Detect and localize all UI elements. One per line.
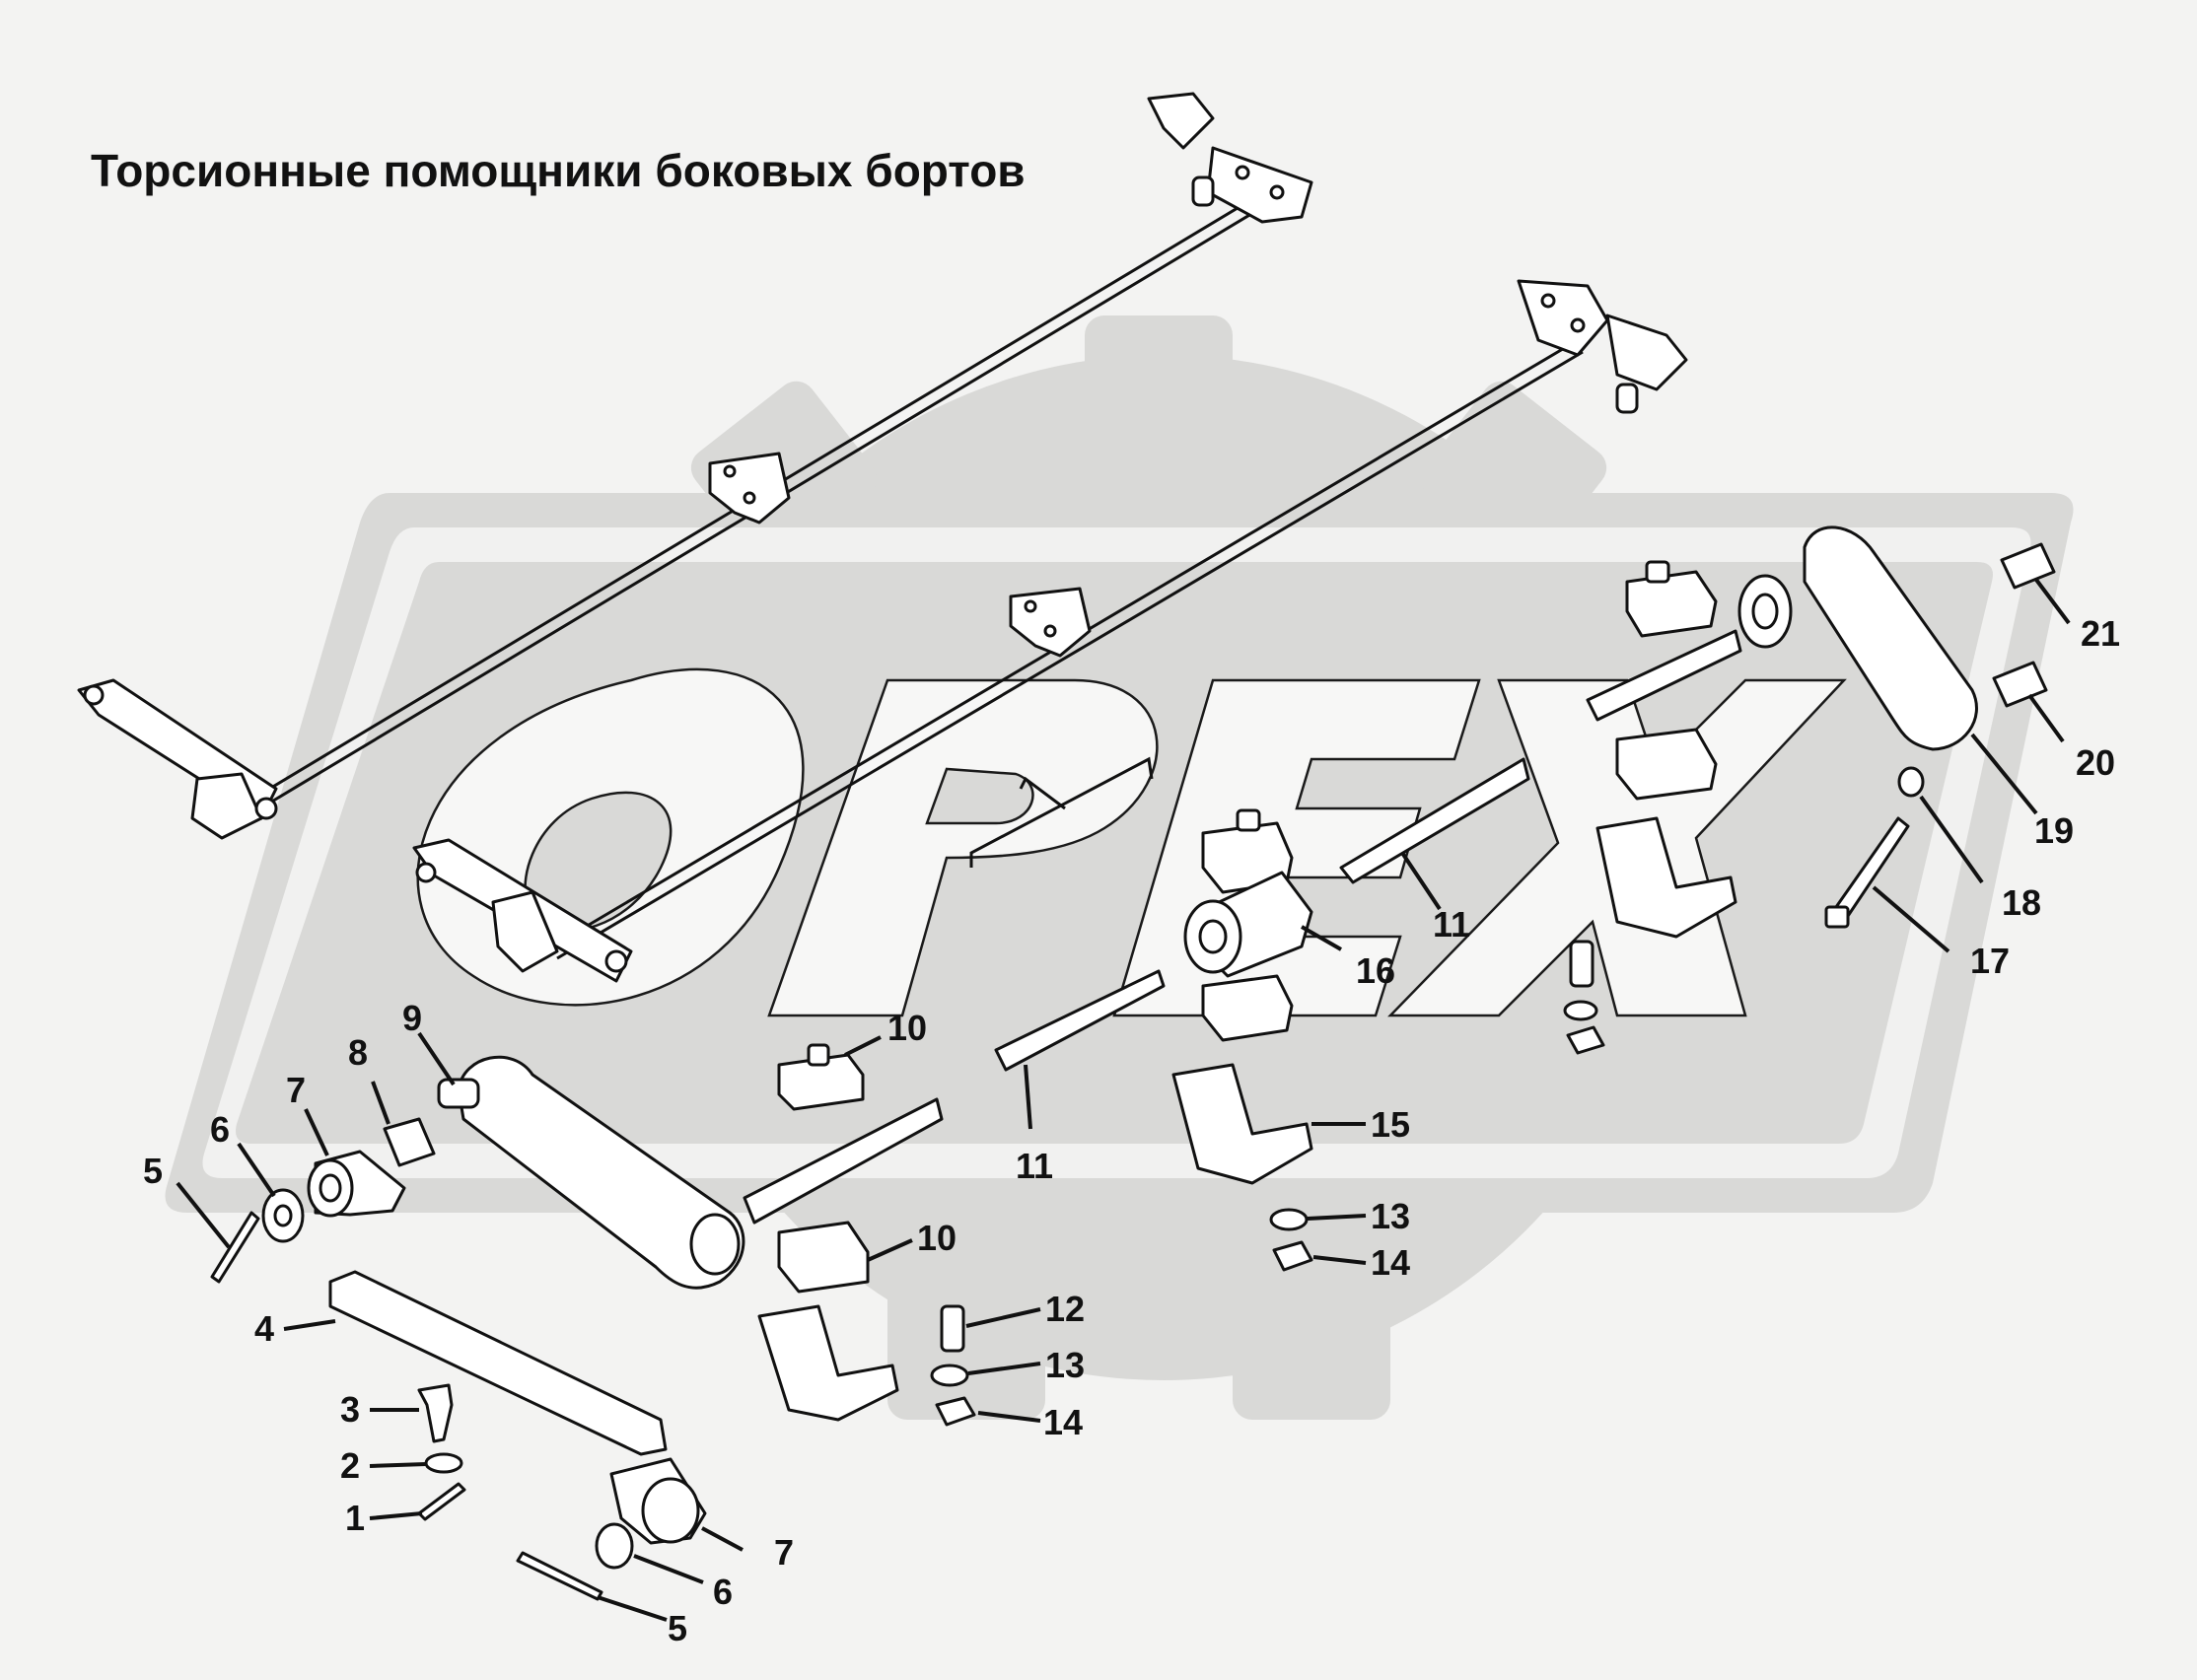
cotter-pin-5b <box>516 1551 603 1601</box>
nut-21 <box>2000 542 2056 590</box>
upper-torsion-assembly <box>77 92 1313 840</box>
nut-20 <box>1992 661 2048 708</box>
leader-lines <box>176 578 2071 1622</box>
bushing-16 <box>1183 871 1313 978</box>
callout-17: 17 <box>1970 941 2010 981</box>
lever-arm-9 <box>457 1055 745 1290</box>
torsion-bar-11c <box>1339 757 1530 884</box>
lock-washer-13b <box>1269 1208 1309 1231</box>
callout-16: 16 <box>1356 950 1395 991</box>
bracket-15a <box>757 1304 899 1422</box>
callout-7-lower: 7 <box>774 1532 794 1573</box>
callout-9: 9 <box>402 998 422 1038</box>
sleeve-8 <box>383 1117 436 1167</box>
nut-14a <box>935 1396 976 1427</box>
callout-13-upper: 13 <box>1371 1196 1410 1236</box>
callout-7-upper: 7 <box>286 1070 306 1110</box>
callout-10-lower: 10 <box>917 1218 957 1258</box>
callout-19: 19 <box>2034 810 2074 851</box>
torsion-bar-11a <box>743 1097 944 1225</box>
lower-torsion-assembly <box>412 279 1688 983</box>
clamp-10f <box>1615 728 1718 801</box>
callout-18: 18 <box>2002 882 2041 923</box>
cotter-pin-1 <box>417 1482 466 1521</box>
callout-4: 4 <box>254 1308 274 1349</box>
callout-3: 3 <box>340 1389 360 1430</box>
callout-11-lower: 11 <box>1016 1146 1053 1186</box>
callout-8: 8 <box>348 1032 368 1073</box>
bolt-12b <box>1569 940 1595 988</box>
exploded-parts <box>210 525 2056 1601</box>
callout-11-upper: 11 <box>1433 904 1470 945</box>
clamp-10b <box>777 1221 870 1294</box>
torsion-bar-11b <box>994 969 1166 1072</box>
nut-14c <box>1566 1025 1605 1055</box>
callout-6-lower: 6 <box>713 1572 733 1612</box>
callout-21: 21 <box>2081 613 2120 654</box>
lever-arm-19 <box>1803 525 1978 751</box>
callout-6-upper: 6 <box>210 1109 230 1150</box>
callout-labels: 5 6 7 8 9 10 11 10 4 3 2 1 7 6 5 12 13 1… <box>143 613 2120 1648</box>
clamp-10e <box>1625 560 1718 638</box>
callout-13-lower: 13 <box>1045 1345 1085 1385</box>
washer-6b <box>595 1522 634 1570</box>
washer-18 <box>1897 766 1925 798</box>
bracket-15c <box>1595 816 1737 939</box>
bracket-15b <box>1171 1063 1313 1185</box>
clamp-10d <box>1201 974 1294 1042</box>
cotter-pin-5a <box>210 1211 260 1284</box>
diagram-title: Торсионные помощники боковых бортов <box>91 145 1026 196</box>
callout-2: 2 <box>340 1445 360 1486</box>
callout-12: 12 <box>1045 1289 1085 1329</box>
callout-14-upper: 14 <box>1371 1242 1410 1283</box>
nut-14b <box>1272 1240 1313 1272</box>
callout-5-lower: 5 <box>668 1608 687 1648</box>
callout-15: 15 <box>1371 1104 1410 1145</box>
callout-1: 1 <box>345 1498 365 1538</box>
lock-washer-13a <box>930 1364 969 1387</box>
pin-3 <box>417 1383 454 1443</box>
lock-washer-13c <box>1563 1000 1598 1021</box>
torsion-bar-11d <box>1586 629 1742 722</box>
watermark-arrow <box>969 756 1154 868</box>
link-4 <box>328 1270 668 1456</box>
callout-5-upper: 5 <box>143 1151 163 1191</box>
washer-2 <box>424 1452 463 1474</box>
callout-20: 20 <box>2076 742 2115 783</box>
callout-14-lower: 14 <box>1043 1402 1083 1442</box>
bolt-12 <box>940 1304 965 1353</box>
callout-10-upper: 10 <box>887 1008 927 1048</box>
